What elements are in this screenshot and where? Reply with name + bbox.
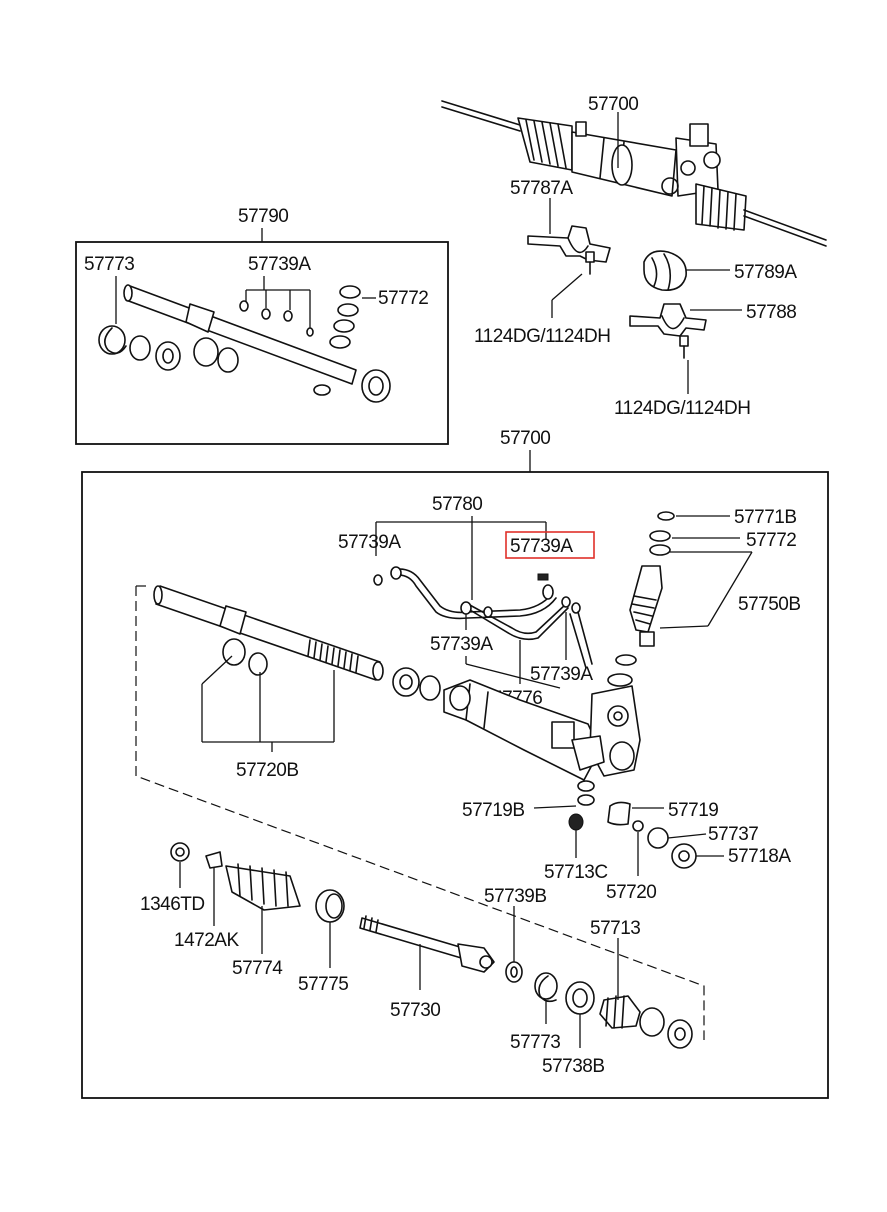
label-57790: 57790 — [238, 206, 288, 227]
label-57737: 57737 — [708, 824, 758, 845]
label-57774: 57774 — [232, 958, 283, 979]
seal-kit-box — [75, 241, 449, 445]
label-57739A-tube-right: 57739A — [530, 664, 593, 685]
label-57718A: 57718A — [728, 846, 791, 867]
highlight-box — [505, 531, 595, 559]
label-57739A-kit: 57739A — [248, 254, 311, 275]
label-57789A: 57789A — [734, 262, 797, 283]
label-57773-main: 57773 — [510, 1032, 560, 1053]
label-57787A: 57787A — [510, 178, 573, 199]
label-57700-main: 57700 — [500, 428, 550, 449]
label-1124DG-left: 1124DG/1124DH — [474, 326, 610, 347]
label-1472AK: 1472AK — [174, 930, 239, 951]
main-steering-gear-assembly: 57700 57780 57739A 57739A 57739A — [81, 428, 829, 1099]
label-57780: 57780 — [432, 494, 482, 515]
label-1124DG-right: 1124DG/1124DH — [614, 398, 750, 419]
label-1346TD: 1346TD — [140, 894, 205, 915]
label-57738B: 57738B — [542, 1056, 605, 1077]
label-57700-top: 57700 — [588, 94, 638, 115]
label-57739A-tube-mid: 57739A — [430, 634, 493, 655]
label-57775: 57775 — [298, 974, 348, 995]
label-57713: 57713 — [590, 918, 640, 939]
label-57788: 57788 — [746, 302, 796, 323]
label-57719B: 57719B — [462, 800, 525, 821]
label-57739B: 57739B — [484, 886, 547, 907]
label-57719: 57719 — [668, 800, 718, 821]
label-57730: 57730 — [390, 1000, 440, 1021]
label-57772-kit: 57772 — [378, 288, 428, 309]
label-57739A-tube-left: 57739A — [338, 532, 401, 553]
label-57750B: 57750B — [738, 594, 801, 615]
seal-kit-57790: 57790 57773 57739A 57772 — [75, 206, 449, 445]
label-57773-kit: 57773 — [84, 254, 134, 275]
label-57720: 57720 — [606, 882, 656, 903]
label-57720B: 57720B — [236, 760, 299, 781]
label-57739A-highlighted: 57739A — [510, 536, 573, 557]
label-57713C: 57713C — [544, 862, 608, 883]
top-steering-gear-assembly: 57700 57787A 1124DG/1124DH 57789A 57788 … — [441, 94, 827, 419]
label-57771B: 57771B — [734, 507, 797, 528]
main-assembly-box — [81, 471, 829, 1099]
label-57772-main: 57772 — [746, 530, 796, 551]
